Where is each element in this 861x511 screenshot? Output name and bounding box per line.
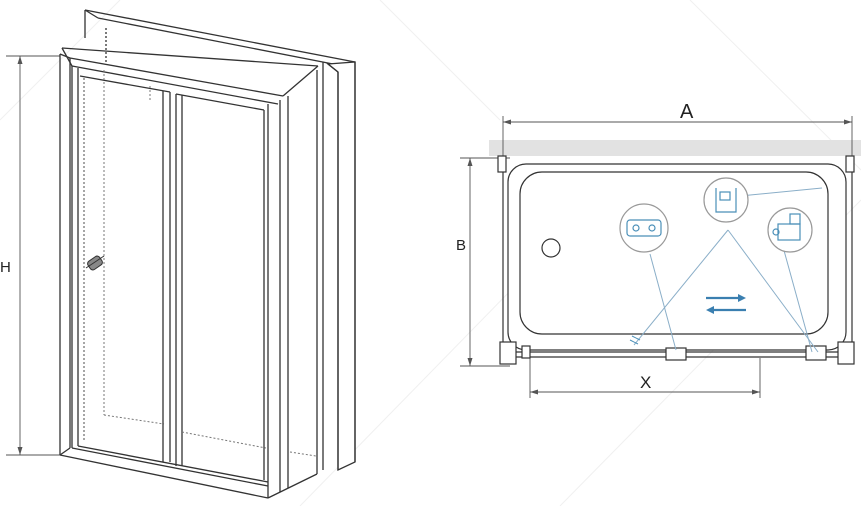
height-label: H bbox=[0, 259, 11, 276]
plan-view bbox=[460, 116, 861, 398]
hidden-edges bbox=[103, 70, 317, 457]
front-rail bbox=[499, 341, 855, 365]
wall-strip bbox=[489, 140, 861, 156]
depth-label: B bbox=[456, 237, 466, 254]
opening-dimension bbox=[529, 358, 761, 398]
wall-bracket-left bbox=[497, 155, 507, 173]
top-rail bbox=[61, 28, 319, 105]
height-dimension bbox=[6, 55, 60, 456]
opening-label: X bbox=[640, 373, 651, 392]
detail-circle-1 bbox=[619, 203, 669, 253]
perspective-view bbox=[6, 9, 356, 499]
seal-detail bbox=[629, 335, 641, 345]
door-panel-left bbox=[79, 75, 171, 462]
shower-tray bbox=[507, 163, 847, 351]
handle-icon bbox=[85, 255, 105, 271]
drain-icon bbox=[541, 238, 561, 258]
detail-circle-2 bbox=[703, 177, 749, 223]
wall-bracket-right bbox=[845, 155, 855, 173]
detail-leaders bbox=[633, 187, 823, 353]
door-panel-right bbox=[175, 93, 265, 480]
right-wall bbox=[316, 61, 356, 474]
door-frame bbox=[71, 66, 318, 499]
width-label: A bbox=[680, 101, 694, 123]
detail-circle-3 bbox=[767, 207, 813, 253]
left-wall bbox=[59, 53, 269, 499]
double-arrow-icon bbox=[706, 294, 746, 314]
